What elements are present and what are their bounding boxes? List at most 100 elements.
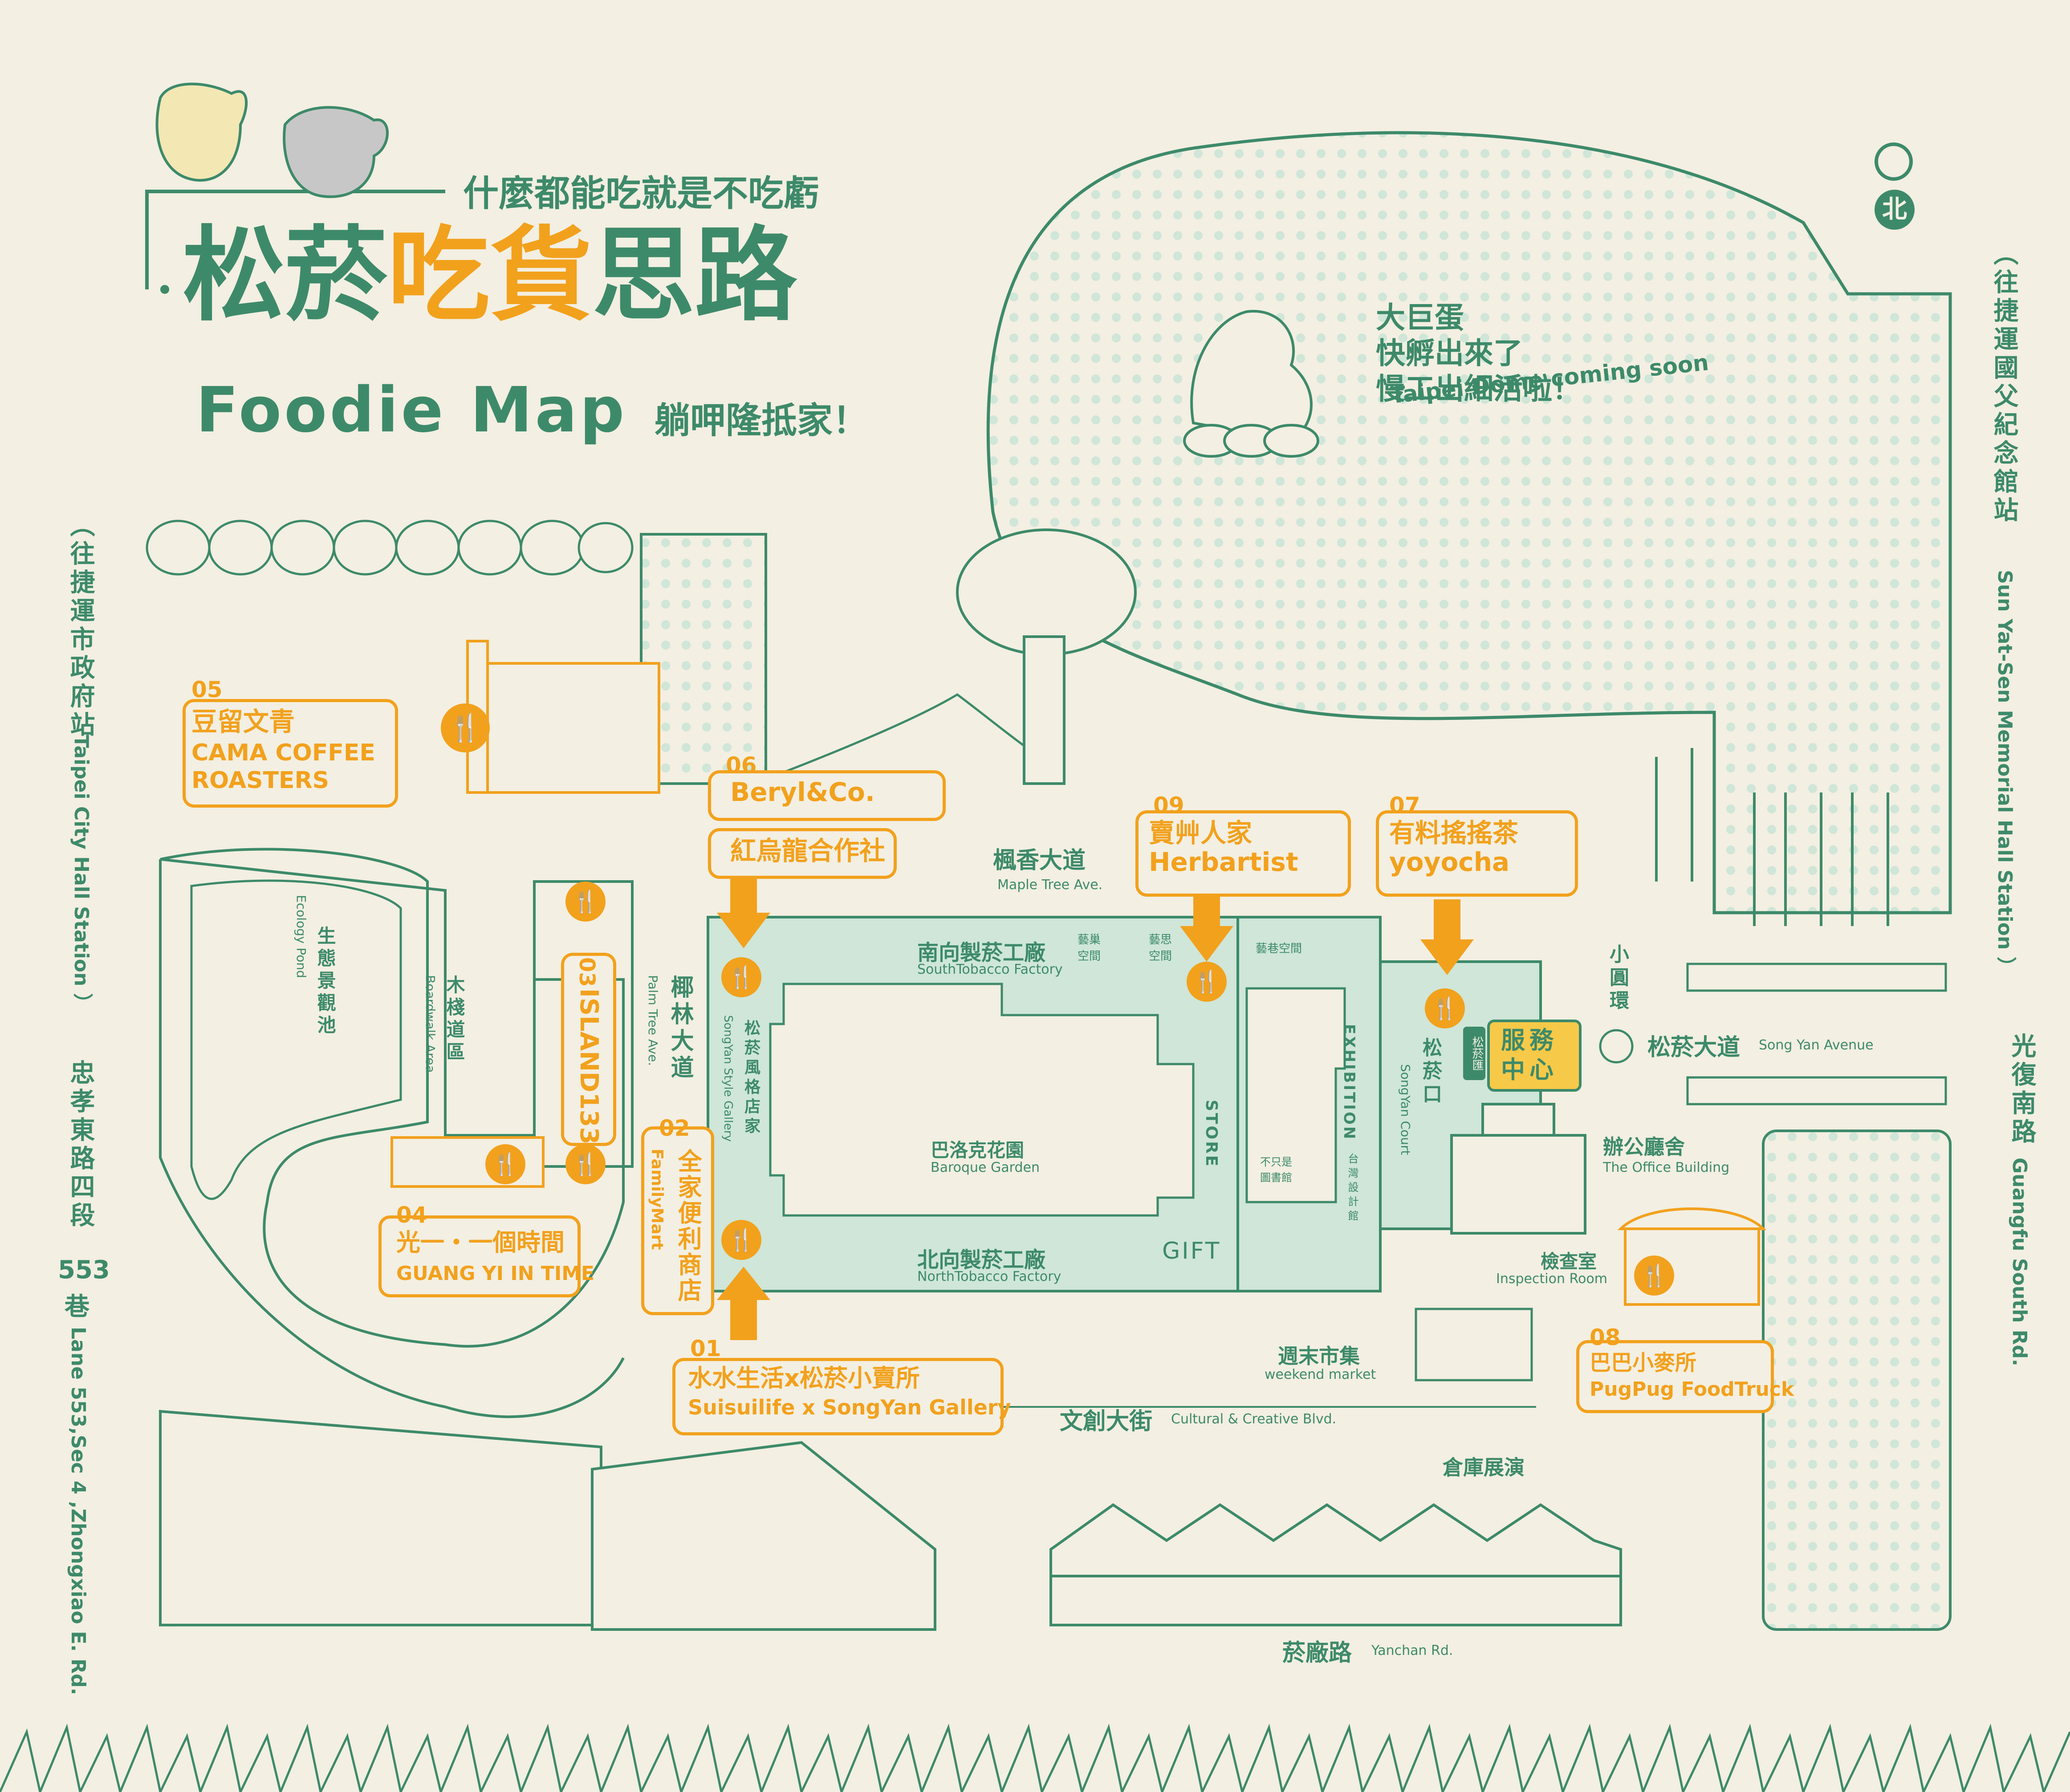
shop-07-zh: 有料搖搖茶 [1389, 818, 1519, 848]
title-part1: 松菸 [183, 216, 388, 335]
road-roundabout: 小圓環 [1606, 944, 1629, 1013]
shop-03-card[interactable] [561, 953, 616, 1146]
pond-edge [159, 859, 625, 1418]
road-cultural-zh: 文創大街 [1060, 1408, 1153, 1435]
area-style-gallery-zh: 松菸風格店家 [742, 1020, 760, 1137]
header-tagline: 什麼都能吃就是不吃虧 [463, 173, 819, 214]
shop-01-en: Suisuilife x SongYan Gallery [688, 1395, 1011, 1419]
cultural-building [159, 1410, 936, 1631]
restaurant-pin-icon[interactable]: 🍴 [485, 1144, 525, 1184]
road-palm-zh: 椰林大道 [667, 975, 693, 1082]
inspection-room [1617, 1207, 1767, 1306]
shop-02-en: FamilyMart [648, 1149, 666, 1250]
shop-01-card[interactable] [672, 1358, 1004, 1435]
restaurant-pin-icon[interactable]: 🍴 [1425, 988, 1465, 1028]
area-songyan-court-en: SongYan Court [1398, 1064, 1413, 1155]
shop-06-card[interactable] [708, 770, 946, 821]
area-baroque-zh: 巴洛克花園 [931, 1139, 1025, 1161]
dog-illustrations [155, 82, 389, 198]
dotted-lot-top [640, 533, 767, 785]
big-tree [956, 528, 1137, 785]
shop-09-num: 09 [1153, 792, 1184, 818]
road-palm-en: Palm Tree Ave. [646, 975, 660, 1066]
station-right-en: Sun Yat-Sen Memorial Hall Station ） [1993, 570, 2016, 976]
area-store: STORE [1202, 1100, 1220, 1168]
shop-05-card[interactable] [183, 699, 398, 808]
hen-illustration [1183, 310, 1319, 458]
market-stall [1415, 1308, 1533, 1382]
area-exhibition: EXHIBITION [1340, 1024, 1358, 1141]
service-center[interactable]: 松菸匯 服務中心 [1463, 1020, 1582, 1092]
shop-03-label: ISLAND133 [574, 988, 603, 1145]
shop-06-num: 06 [726, 752, 757, 778]
restaurant-pin-icon[interactable]: 🍴 [721, 1220, 761, 1260]
roundabout [1599, 1029, 1634, 1064]
area-boardwalk-en: Boardwalk Area [423, 975, 438, 1073]
restaurant-pin-icon[interactable]: 🍴 [441, 703, 490, 752]
shop-06-en: 紅烏龍合作社 [730, 836, 886, 866]
area-art-space2: 藝思空間 [1149, 933, 1172, 963]
dome-line1: 大巨蛋 [1376, 301, 1464, 335]
title-part2: 吃貨 [387, 216, 593, 335]
tree-row-top [146, 520, 634, 576]
shop-06-zh: Beryl&Co. [730, 777, 875, 807]
subtitle-zh: 躺呷隆抵家！ [655, 400, 868, 441]
shop-08-num: 08 [1590, 1325, 1621, 1350]
pond-inner [190, 879, 402, 1200]
shop-01-zh: 水水生活x松菸小賣所 [688, 1364, 920, 1392]
shop-06-sub-card[interactable] [708, 828, 897, 879]
shop-07-num: 07 [1389, 792, 1420, 818]
area-north-factory-en: NorthTobacco Factory [917, 1269, 1061, 1284]
area-weekend-zh: 週末市集 [1278, 1344, 1360, 1368]
area-boardwalk-zh: 木棧道區 [443, 975, 465, 1064]
grass-border [0, 1723, 2070, 1792]
area-style-gallery-en: SongYan Style Gallery [721, 1015, 735, 1142]
street-block2 [1686, 1076, 1947, 1105]
subtitle-en: Foodie Map [196, 374, 627, 447]
restaurant-pin-icon[interactable]: 🍴 [1187, 962, 1227, 1002]
area-baroque-en: Baroque Garden [931, 1160, 1040, 1175]
station-right-zh: （往捷運國父紀念館站 [1989, 240, 2018, 525]
road-yanchan-zh: 菸廠路 [1282, 1640, 1352, 1666]
heritage-building [466, 640, 660, 794]
road-zhongxiao-num: 553 [58, 1256, 110, 1284]
restaurant-pin-icon[interactable]: 🍴 [721, 957, 761, 997]
baroque-garden [769, 983, 1195, 1217]
shop-09-card[interactable] [1135, 810, 1351, 897]
restaurant-pin-icon[interactable]: 🍴 [1634, 1256, 1674, 1296]
road-cultural-en: Cultural & Creative Blvd. [1171, 1411, 1337, 1427]
road-zhongxiao-zh: 忠孝東路四段 [66, 1060, 95, 1231]
compass-north-label: 北 [1875, 190, 1915, 230]
station-left-zh: （往捷運市政府站 [66, 512, 95, 740]
shop-02-card[interactable] [641, 1126, 714, 1315]
area-taiwan-design: 台灣設計館 [1346, 1153, 1358, 1224]
area-inspection-en: Inspection Room [1496, 1271, 1607, 1287]
shop-09-zh: 賣艸人家 [1149, 818, 1253, 848]
area-office-en: The Office Building [1603, 1160, 1730, 1175]
shop-09-en: Herbartist [1149, 847, 1298, 877]
office-building [1450, 1103, 1586, 1235]
header-title: 松菸吃貨思路 [183, 223, 797, 329]
area-library: 不只是圖書館 [1260, 1156, 1292, 1184]
shop-08-en: PugPug FoodTruck [1590, 1378, 1794, 1401]
area-ecology-en: Ecology Pond [294, 895, 309, 978]
mountain [765, 693, 1061, 780]
shop-07-card[interactable] [1376, 810, 1578, 897]
shop-02-zh: 全家便利商店 [674, 1149, 702, 1304]
area-inspection-zh: 檢查室 [1541, 1251, 1597, 1272]
shop-04-zh: 光一・一個時間 [396, 1228, 565, 1256]
restaurant-pin-icon[interactable]: 🍴 [565, 882, 606, 922]
shop-04-card[interactable] [378, 1215, 581, 1297]
road-zhongxiao-en: Lane 553,Sec 4 ,Zhongxiao E. Rd. [67, 1327, 89, 1695]
dome-area [986, 131, 1952, 914]
palm-trees [1655, 748, 1889, 926]
service-center-label: 服務中心 [1501, 1026, 1558, 1084]
restaurant-pin-icon[interactable]: 🍴 [565, 1144, 606, 1184]
area-ecology-zh: 生態景觀池 [314, 926, 336, 1037]
shop-08-card[interactable] [1576, 1340, 1774, 1413]
area-art-space1: 藝巢空間 [1078, 933, 1101, 963]
shop-05-num: 05 [191, 677, 223, 703]
compass-dial-icon [1875, 142, 1913, 181]
road-guangfu-en: Guangfu South Rd. [2008, 1158, 2031, 1366]
